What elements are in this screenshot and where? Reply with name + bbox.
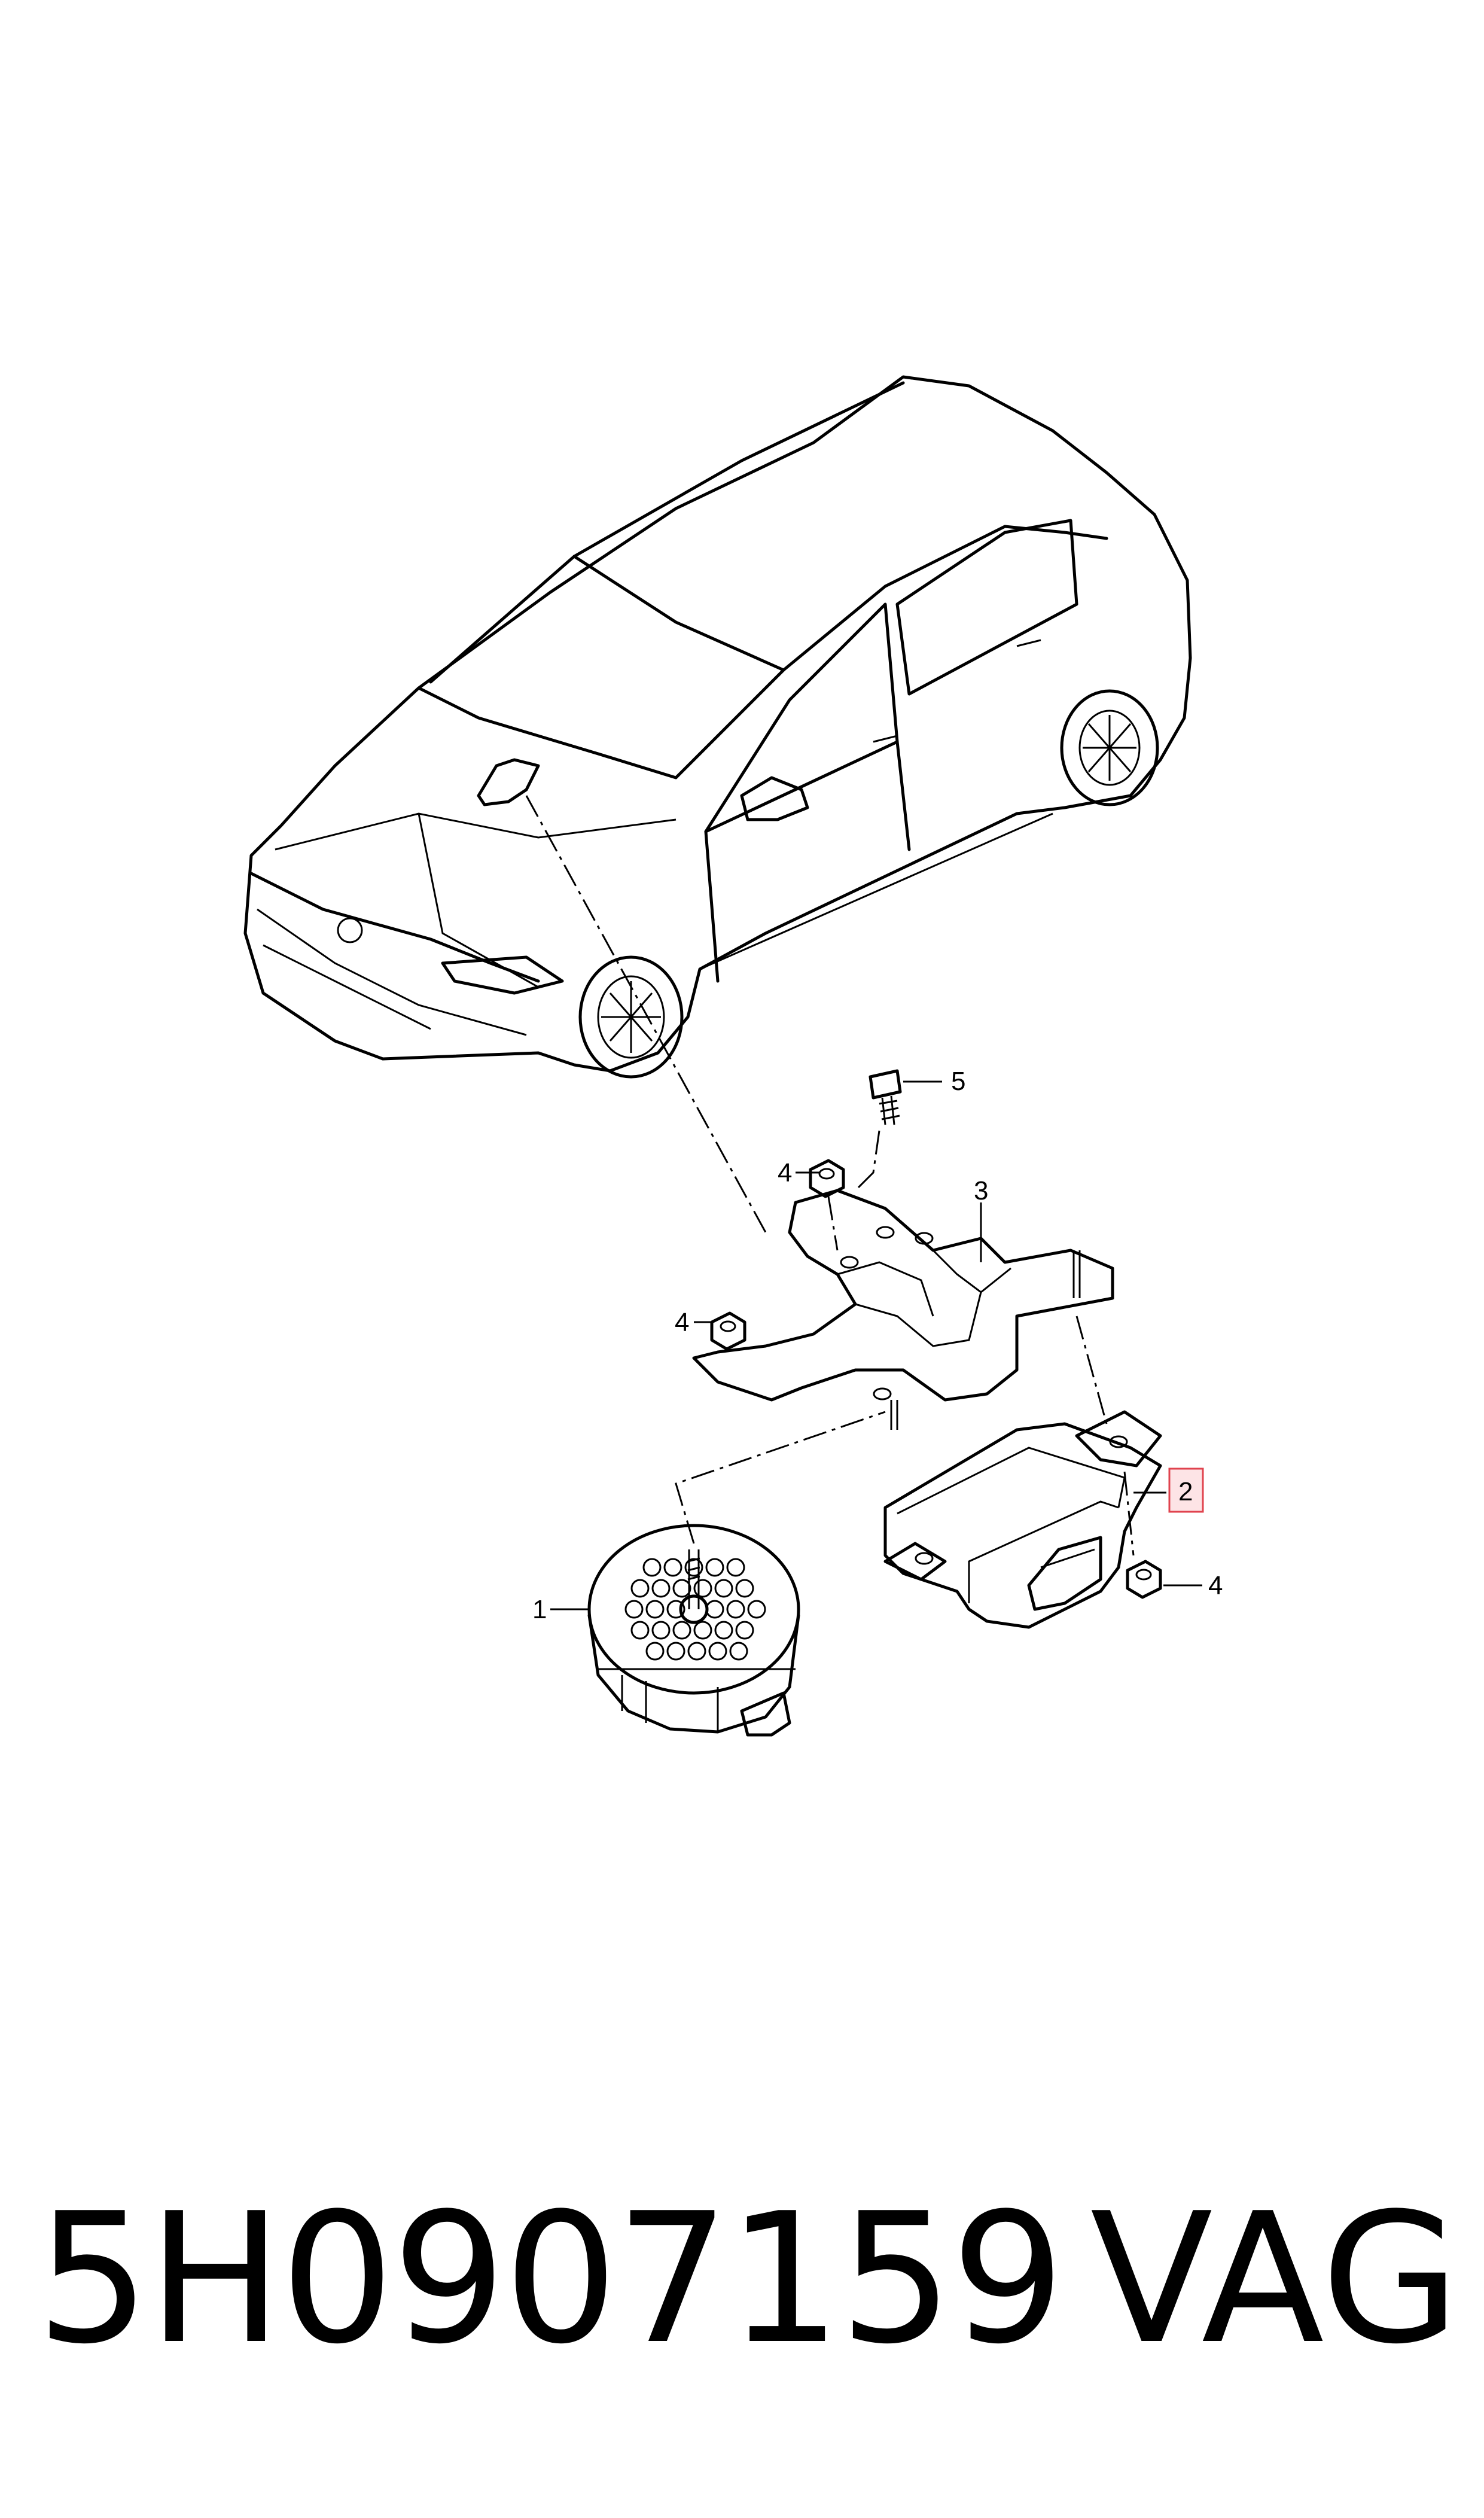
callout-2[interactable]: 2 (1178, 1477, 1193, 1506)
callout-leaders (550, 1080, 1202, 1610)
control-unit (883, 1410, 1162, 1629)
callout-4-upper: 4 (778, 1158, 792, 1188)
part-number: 5H0907159 (36, 2175, 1065, 2383)
nut-upper (809, 1159, 845, 1198)
brand-label: VAG (1090, 2175, 1460, 2383)
callout-1: 1 (532, 1595, 547, 1624)
callout-5: 5 (951, 1067, 965, 1096)
car-illustration (243, 375, 1192, 1079)
nut-left (710, 1311, 746, 1351)
siren-speaker (587, 1524, 800, 1737)
footer: 5H0907159 VAG (0, 2190, 1484, 2441)
callout-4-lower: 4 (1208, 1571, 1223, 1600)
parts-diagram: 5 4 3 4 2 1 4 (243, 375, 1223, 1737)
screw (869, 1069, 902, 1125)
leader-car-to-bracket (525, 795, 767, 1233)
callout-2-highlight[interactable] (1168, 1467, 1204, 1513)
callout-3: 3 (974, 1176, 988, 1205)
nut-lower-right (1126, 1560, 1162, 1599)
callout-4-left: 4 (675, 1308, 689, 1337)
bracket (692, 1189, 1114, 1430)
